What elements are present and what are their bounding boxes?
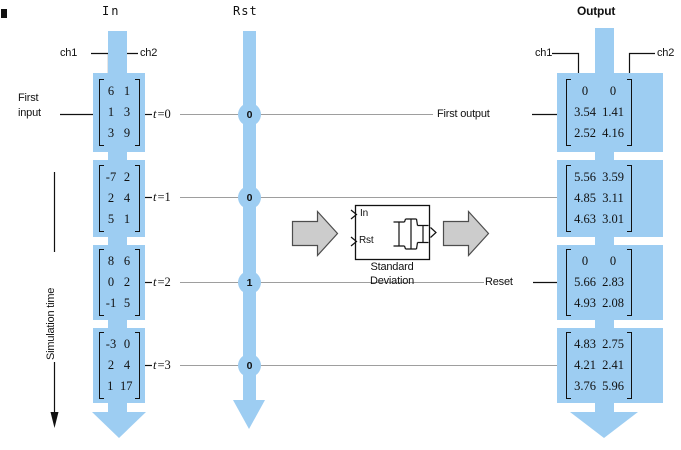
in-band-stem	[108, 403, 127, 412]
in-band-gap	[108, 320, 127, 328]
rst-signal-title: Rst	[233, 4, 258, 18]
block-port-in-label: In	[360, 208, 368, 219]
time-label-t0: t=0	[153, 107, 171, 121]
axis-arrowhead-icon	[50, 412, 59, 428]
rst-value-t2: 1	[238, 271, 261, 294]
rst-value-t3: 0	[238, 354, 261, 377]
simulation-time-label: Simulation time	[44, 252, 58, 362]
output-band-stem	[595, 403, 614, 412]
flow-arrow-right-icon	[442, 209, 490, 258]
channel-brackets	[91, 52, 655, 73]
output-band-arrow-icon	[570, 412, 638, 438]
rst-band	[243, 31, 256, 400]
output-band-gap	[595, 152, 614, 160]
std-deviation-block	[350, 204, 437, 261]
in-band-gap	[108, 237, 127, 245]
first-input-label: First input	[18, 92, 41, 119]
output-ch2-label: ch2	[657, 47, 675, 59]
std-deviation-errorbar-icon	[393, 218, 429, 250]
time-label-t3: t=3	[153, 358, 171, 372]
in-signal-title: In	[102, 4, 121, 18]
in-band-arrow-icon	[92, 412, 146, 438]
time-label-t2: t=2	[153, 275, 171, 289]
output-band-top	[595, 28, 614, 73]
rst-value-t1: 0	[238, 186, 261, 209]
input-port-rst-icon	[350, 236, 358, 247]
in-band-top	[108, 31, 127, 73]
first-output-label: First output	[437, 108, 490, 120]
output-band-gap	[595, 237, 614, 245]
in-ch1-label: ch1	[60, 47, 78, 59]
output-ch1-label: ch1	[535, 47, 553, 59]
output-band-gap	[595, 320, 614, 328]
connector-lines	[60, 113, 557, 367]
in-band-gap	[108, 152, 127, 160]
flow-arrow-left-icon	[291, 209, 339, 258]
rst-band-arrow-icon	[233, 400, 265, 429]
output-signal-title: Output	[577, 4, 616, 18]
reset-label: Reset	[485, 276, 513, 288]
rst-value-t0: 0	[238, 103, 261, 126]
input-port-in-icon	[350, 209, 358, 220]
time-label-t1: t=1	[153, 190, 171, 204]
in-ch2-label: ch2	[140, 47, 158, 59]
stray-mark	[1, 9, 7, 18]
output-port-icon	[430, 227, 437, 238]
block-name-line2: Deviation	[369, 275, 415, 287]
block-name-line1: Standard	[370, 261, 414, 273]
block-port-rst-label: Rst	[359, 235, 374, 246]
